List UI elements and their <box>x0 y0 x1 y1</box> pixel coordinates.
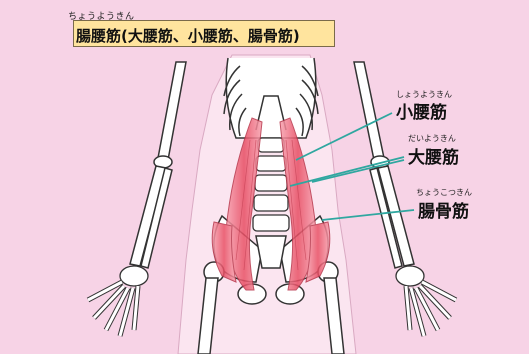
label-psoas-major: 大腰筋 <box>408 143 459 168</box>
label-iliacus: 腸骨筋 <box>418 197 469 222</box>
left-hand-bones <box>88 266 148 336</box>
left-arm-bones <box>130 62 186 268</box>
page-title: 腸腰筋(大腰筋、小腰筋、腸骨筋) <box>76 25 300 46</box>
title-ruby: ちょうようきん <box>68 9 135 22</box>
rib-cage <box>224 58 318 138</box>
label-psoas-minor: 小腰筋 <box>396 98 447 123</box>
right-hand-bones <box>396 266 456 336</box>
